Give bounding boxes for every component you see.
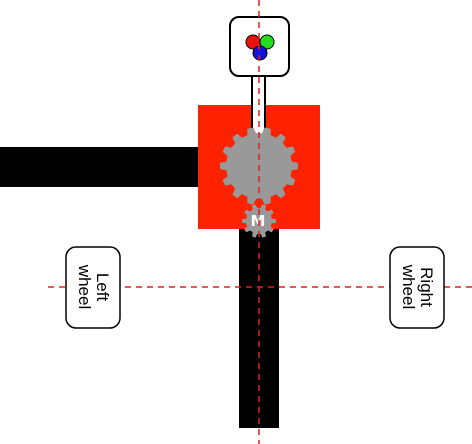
left-shaft — [0, 147, 200, 187]
green-led — [259, 34, 275, 50]
left-wheel-text-line2: wheel — [75, 264, 94, 309]
right-wheel-text-line1: Right — [417, 267, 436, 307]
blue-led — [252, 45, 268, 61]
rgb-led-icon — [245, 34, 275, 61]
right-wheel-text-line2: wheel — [399, 264, 418, 309]
left-wheel-label: Left wheel — [65, 246, 121, 329]
left-wheel-text-line1: Left — [93, 273, 112, 302]
motor-label: M — [251, 212, 266, 230]
right-wheel-label: Right wheel — [389, 246, 445, 329]
